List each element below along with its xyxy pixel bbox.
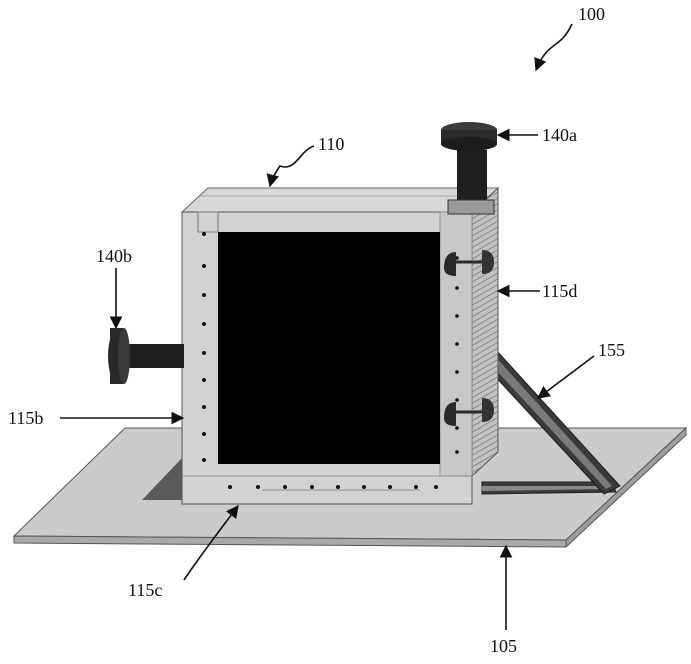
label-105: 105: [490, 636, 517, 656]
support-strut-base: [481, 481, 617, 495]
label-115d: 115d: [542, 281, 577, 301]
knob-140a-icon: [441, 122, 497, 215]
leader-lines: [60, 23, 595, 630]
label-115c: 115c: [128, 580, 162, 600]
knob-140b-icon: [108, 328, 184, 384]
label-115b: 115b: [8, 408, 43, 428]
arrow-115c: [183, 504, 239, 581]
fastener-dots-right: [455, 256, 459, 454]
fastener-dots-left: [202, 232, 206, 462]
label-140b: 140b: [96, 246, 132, 266]
label-140a: 140a: [542, 125, 577, 145]
window-panel: [218, 232, 440, 464]
fastener-dots-bottom: [228, 485, 438, 489]
clamp-upper: [444, 250, 494, 276]
clamp-lower: [444, 398, 494, 426]
housing-side-115d: [471, 186, 499, 478]
arrow-100: [534, 23, 573, 72]
label-110: 110: [318, 134, 344, 154]
label-155: 155: [598, 340, 625, 360]
arrow-110: [266, 145, 315, 188]
label-100: 100: [578, 4, 605, 24]
shadow-region: [142, 458, 182, 500]
arrow-155: [536, 355, 595, 399]
